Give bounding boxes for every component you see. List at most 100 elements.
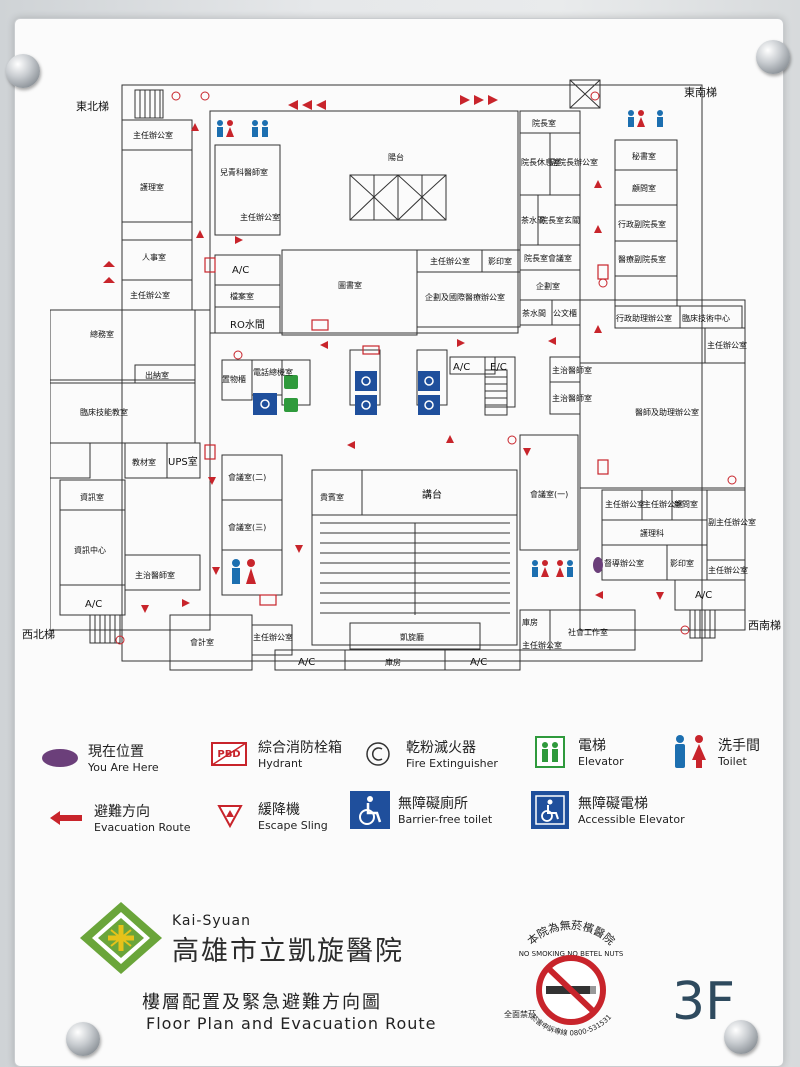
- legend-you-are-here: 現在位置 You Are Here: [40, 744, 159, 775]
- no-smoking-en: NO SMOKING,NO BETEL NUTS: [519, 950, 624, 958]
- legend-extinguisher: 乾粉滅火器 Fire Extinguisher: [358, 740, 498, 771]
- legend-evacuation-en: Evacuation Route: [94, 821, 191, 834]
- room-superintendent: 院長室: [532, 118, 556, 128]
- room-meeting-1: 會議室(一): [530, 489, 568, 499]
- room-materials: 教材室: [132, 457, 156, 467]
- room-info: 資訊室: [80, 492, 104, 502]
- legend-toilet-zh: 洗手間: [718, 738, 760, 754]
- room-supervisor: 督導辦公室: [604, 558, 644, 568]
- room-kaisyuan-hall: 凱旋廳: [400, 632, 424, 642]
- room-vice-meeting: 院長室會議室: [524, 253, 572, 263]
- room-ec: E/C: [490, 362, 507, 373]
- you-are-here-icon: [40, 744, 80, 772]
- room-ac-6: A/C: [470, 657, 487, 668]
- room-general: 總務室: [90, 329, 114, 339]
- west-wing-outline: [50, 309, 211, 631]
- room-ro-water: RO水間: [230, 319, 265, 331]
- floor-plan: 主任辦公室 護理室 人事室 主任辦公室 兒青科醫師室 主任辦公室 A/C 檔案室…: [50, 75, 756, 675]
- stair-label-southeast: 東南梯: [684, 86, 717, 99]
- hospital-logo-icon: [78, 900, 164, 976]
- legend-evacuation: 避難方向 Evacuation Route: [46, 804, 190, 835]
- room-director-office-10: 主任辦公室: [522, 640, 562, 650]
- room-attending-2: 主治醫師室: [552, 393, 592, 403]
- room-director-office-5: 主任辦公室: [707, 340, 747, 350]
- legend-hydrant-en: Hydrant: [258, 757, 303, 770]
- room-superintendent-rest: 院長休息室: [521, 157, 561, 167]
- room-vice-director: 副主任辦公室: [708, 517, 756, 527]
- legend-sling-en: Escape Sling: [258, 819, 328, 832]
- terrace-grid: [349, 174, 447, 221]
- room-cashier: 出納室: [145, 370, 169, 380]
- room-medical-vp: 醫療副院長室: [618, 254, 666, 264]
- legend-sling: 緩降機 Escape Sling: [210, 802, 328, 833]
- legend-bf-elevator: 無障礙電梯 Accessible Elevator: [530, 791, 685, 829]
- room-document: 公文櫃: [553, 308, 577, 318]
- legend-elevator: 電梯 Elevator: [530, 736, 624, 769]
- room-terrace: 陽台: [388, 152, 404, 162]
- evacuation-arrow-icon: [46, 804, 86, 832]
- room-stage: 講台: [422, 488, 442, 501]
- room-elec: 電話總機室: [253, 367, 293, 377]
- legend: 現在位置 You Are Here PBD 綜合消防栓箱 Hydrant 乾粉滅…: [40, 735, 780, 848]
- legend-elevator-zh: 電梯: [578, 738, 606, 754]
- room-warehouse-2: 庫房: [522, 617, 538, 627]
- room-library: 圖書室: [338, 280, 362, 290]
- room-physician-assist: 醫師及助理辦公室: [635, 407, 699, 417]
- mounting-bolt-bottom-right: [724, 1020, 758, 1054]
- room-clinical-class: 臨床技能教室: [80, 407, 128, 417]
- plan-title-zh: 樓層配置及緊急避難方向圖: [142, 992, 382, 1013]
- north-block: [209, 110, 519, 334]
- room-secretary: 秘書室: [632, 151, 656, 161]
- legend-sling-zh: 緩降機: [258, 802, 300, 818]
- barrier-free-toilet-icon: [350, 791, 390, 829]
- room-meeting-3: 會議室(三): [228, 522, 266, 532]
- mounting-bolt-bottom-left: [66, 1022, 100, 1056]
- room-director-office-8: 主任辦公室: [708, 565, 748, 575]
- room-admin-assist: 行政助理辦公室: [616, 313, 672, 323]
- room-archive: 檔案室: [230, 291, 254, 301]
- legend-hydrant: PBD 綜合消防栓箱 Hydrant: [210, 740, 342, 771]
- room-clinical-center: 臨床技術中心: [682, 313, 730, 323]
- room-director-office-2: 主任辦公室: [130, 290, 170, 300]
- legend-toilet-en: Toilet: [718, 755, 747, 768]
- floor-number: 3F: [672, 972, 735, 1032]
- room-counselor: 顧問室: [632, 183, 656, 193]
- legend-bf-toilet: 無障礙廁所 Barrier-free toilet: [350, 791, 492, 829]
- room-ac-4: A/C: [695, 590, 712, 601]
- room-director-office-9: 主任辦公室: [253, 632, 293, 642]
- accessible-elevator-icon: [530, 791, 570, 829]
- hydrant-icon: PBD: [210, 740, 250, 768]
- legend-toilet: 洗手間 Toilet: [670, 735, 760, 769]
- legend-you-are-here-en: You Are Here: [88, 761, 159, 774]
- room-director-office-4: 主任辦公室: [430, 256, 470, 266]
- room-vice-office: 副院長辦公室: [550, 157, 598, 167]
- stair-label-northeast: 東北梯: [76, 100, 109, 113]
- room-social-work: 社會工作室: [568, 627, 608, 637]
- legend-bf-elevator-zh: 無障礙電梯: [578, 796, 648, 812]
- room-superintendent-entry: 院長室玄關: [540, 215, 580, 225]
- room-counselor-2: 顧問室: [674, 499, 698, 509]
- no-smoking-seal: 本院為無菸檳醫院 NO SMOKING,NO BETEL NUTS 全面禁菸 菸…: [496, 912, 646, 1052]
- stair-label-southwest: 西南梯: [748, 619, 781, 632]
- legend-elevator-en: Elevator: [578, 755, 624, 768]
- no-smoking-zh-left: 全面禁菸: [504, 1009, 536, 1019]
- legend-evacuation-zh: 避難方向: [94, 804, 150, 820]
- room-printing-2: 影印室: [670, 558, 694, 568]
- mounting-bolt-top-right: [756, 40, 790, 74]
- room-attending-1: 主治醫師室: [552, 365, 592, 375]
- room-ac-2: A/C: [85, 599, 102, 610]
- room-tea-1: 茶水間: [521, 215, 545, 225]
- room-accounting: 會計室: [190, 637, 214, 647]
- mounting-bolt-top-left: [6, 54, 40, 88]
- room-storage: 置物櫃: [222, 374, 246, 384]
- room-vip: 貴賓室: [320, 492, 344, 502]
- room-planning-office: 企劃室: [536, 281, 560, 291]
- hospital-name-en: Kai-Syuan: [172, 913, 251, 929]
- room-director-office-3: 主任辦公室: [240, 212, 280, 222]
- room-planning: 企劃及國際醫療辦公室: [425, 292, 505, 302]
- no-smoking-zh-top: 本院為無菸檳醫院: [524, 918, 618, 948]
- room-printing: 影印室: [488, 256, 512, 266]
- room-nursing: 護理室: [140, 182, 164, 192]
- room-pediatric: 兒青科醫師室: [220, 167, 268, 177]
- legend-extinguisher-en: Fire Extinguisher: [406, 757, 498, 770]
